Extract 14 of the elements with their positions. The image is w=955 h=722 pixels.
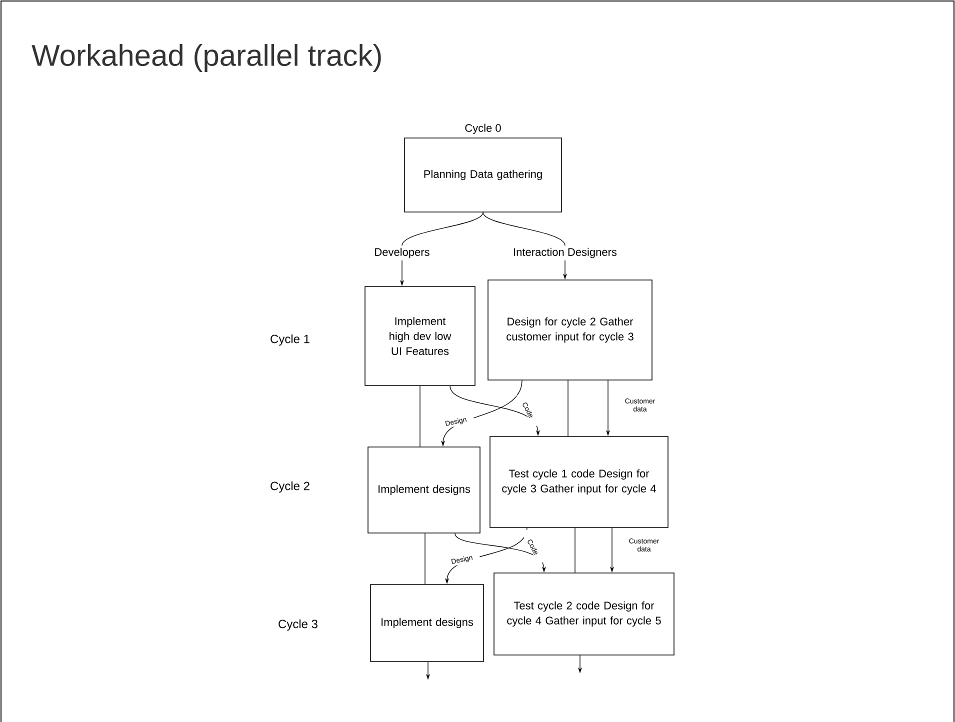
process-box: Implement high dev low UI Features xyxy=(364,286,476,386)
cycle-label: Cycle 3 xyxy=(278,619,318,631)
slide-title: Workahead (parallel track) xyxy=(32,44,381,72)
process-box: Design for cycle 2 Gather customer input for cycle 3 xyxy=(488,280,652,380)
cycle-label: Cycle 0 xyxy=(465,124,501,134)
process-box: Planning Data gathering xyxy=(404,138,562,212)
process-box: Implement designs xyxy=(370,584,484,662)
process-box: Implement designs xyxy=(368,446,480,534)
process-box: Test cycle 1 code Design for cycle 3 Gather input for cycle 4 xyxy=(490,436,668,528)
cycle-label: Cycle 2 xyxy=(270,481,310,493)
role-label: Developers xyxy=(375,248,430,258)
process-box: Test cycle 2 code Design for cycle 4 Gather input for cycle 5 xyxy=(494,572,674,656)
cycle-label: Cycle 1 xyxy=(270,334,310,346)
role-label: Interaction Designers xyxy=(514,248,617,258)
